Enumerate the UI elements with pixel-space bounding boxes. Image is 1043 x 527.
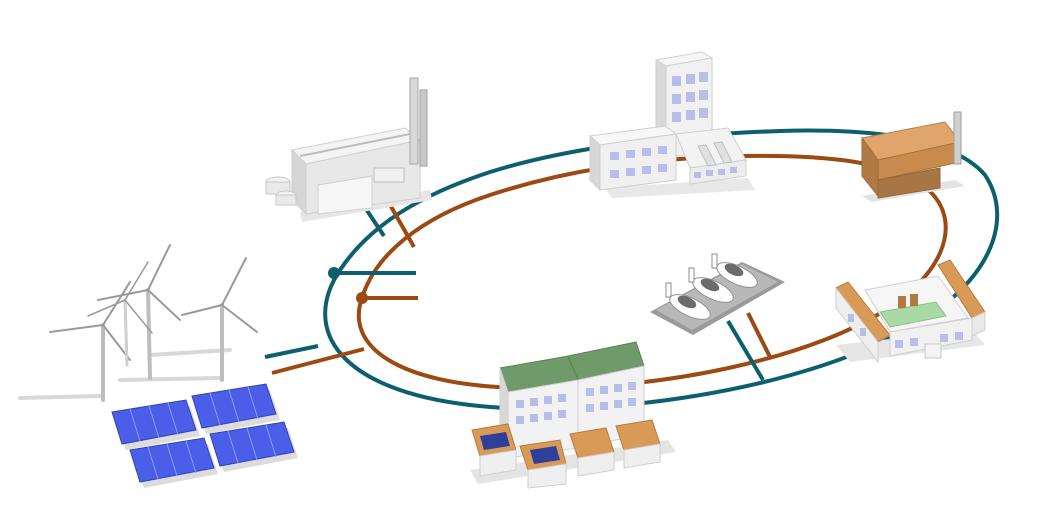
solar-panels-icon bbox=[111, 383, 298, 488]
power-plant-icon bbox=[265, 77, 432, 222]
teal-grid-loop bbox=[323, 128, 1000, 411]
u-shaped-building-icon bbox=[835, 259, 986, 364]
office-campus-icon bbox=[588, 51, 755, 198]
teal-feeder-renewables bbox=[264, 344, 319, 359]
teal-feeder-ev bbox=[726, 319, 765, 382]
barn-building-icon bbox=[861, 111, 965, 202]
brown-feeder-plant bbox=[387, 202, 416, 248]
brown-feeder-ev bbox=[746, 312, 772, 358]
brown-junction bbox=[356, 292, 368, 304]
brown-feeder-renewables bbox=[271, 347, 365, 375]
ev-charging-station-icon bbox=[650, 253, 785, 335]
teal-feeder-plant bbox=[364, 207, 386, 238]
wind-turbines-icon bbox=[18, 244, 258, 402]
residential-district-icon bbox=[470, 341, 676, 489]
teal-junction bbox=[328, 267, 340, 279]
